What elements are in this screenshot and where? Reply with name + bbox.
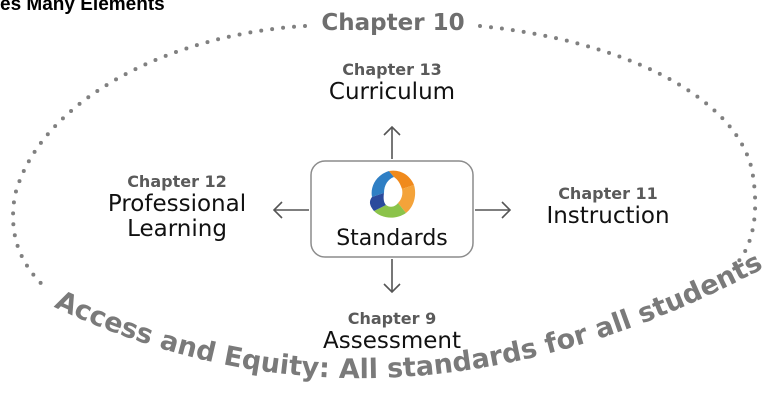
- arrow-left-icon: [272, 201, 309, 219]
- dotted-ellipse-left: [11, 24, 307, 292]
- node-curriculum: Chapter 13 Curriculum: [302, 60, 482, 105]
- arrow-down-icon: [383, 259, 401, 294]
- standards-label: Standards: [336, 226, 448, 251]
- node-curriculum-chapter: Chapter 13: [342, 60, 442, 79]
- arrow-up-icon: [383, 125, 401, 159]
- node-assessment: Chapter 9 Assessment: [302, 309, 482, 354]
- outer-chapter-label: Chapter 10: [321, 10, 464, 36]
- page-title: es Many Elements: [0, 0, 165, 15]
- node-professional-learning-chapter: Chapter 12: [127, 172, 227, 191]
- node-professional-learning: Chapter 12 Professional Learning: [92, 172, 262, 242]
- dotted-ellipse-right: [478, 24, 758, 264]
- node-instruction: Chapter 11 Instruction: [520, 184, 696, 229]
- standards-logo-icon: [369, 170, 416, 218]
- node-assessment-chapter: Chapter 9: [347, 309, 437, 328]
- node-instruction-topic: Instruction: [546, 203, 670, 229]
- node-assessment-topic: Assessment: [323, 328, 461, 354]
- node-professional-learning-topic-line2: Learning: [127, 216, 227, 242]
- arrow-right-icon: [475, 201, 512, 219]
- node-professional-learning-topic-line1: Professional: [107, 191, 247, 217]
- node-curriculum-topic: Curriculum: [328, 79, 456, 105]
- node-instruction-chapter: Chapter 11: [558, 184, 658, 203]
